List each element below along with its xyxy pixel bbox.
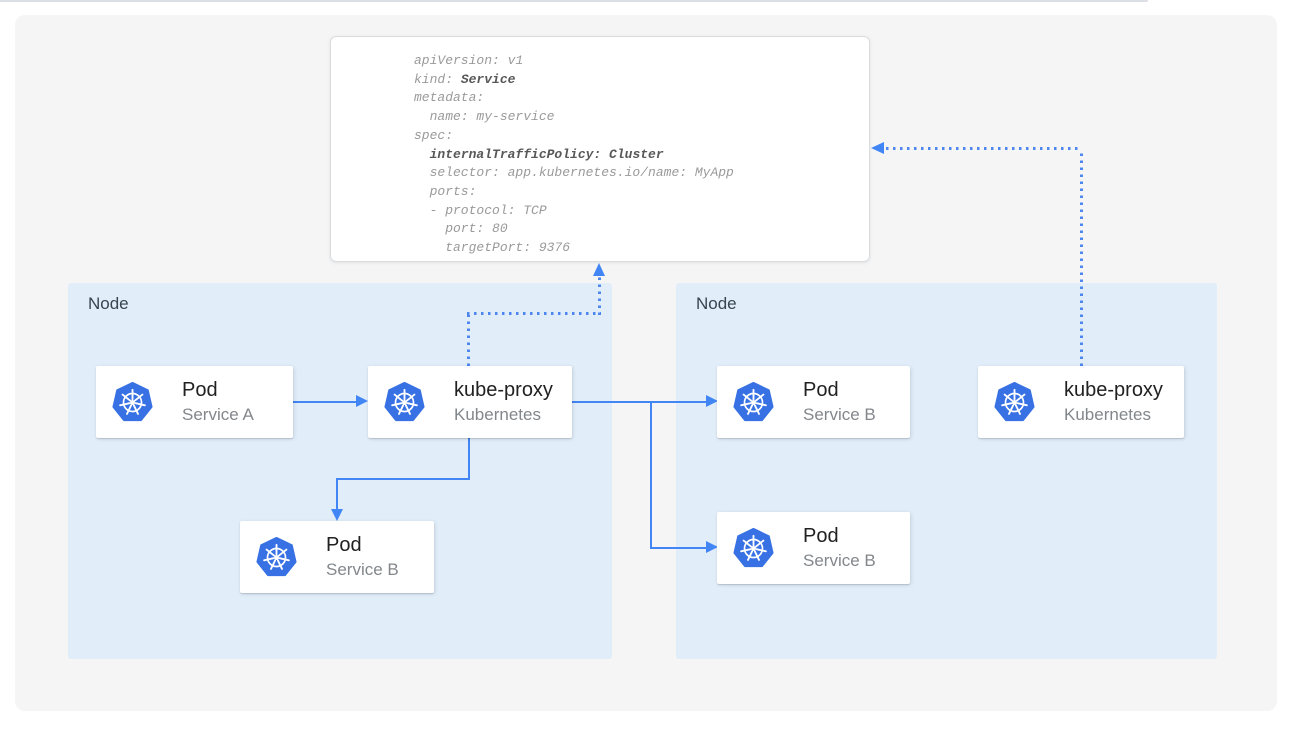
arrowhead-into-kube-proxy [356,395,368,407]
dotted-line-kube-proxy-left-up [467,315,470,366]
dotted-line-kube-proxy-right-up [1080,150,1083,366]
yaml-line: port: 80 [414,221,508,237]
card-title: Pod [803,379,839,401]
card-subtitle: Service B [326,560,399,579]
card-pod-service-b-right-top: Pod Service B [717,366,910,438]
card-subtitle: Kubernetes [454,405,541,424]
yaml-line: targetPort: 9376 [414,240,571,256]
arrow-line-kube-proxy-left [336,478,470,480]
yaml-line: internalTrafficPolicy: Cluster [429,146,664,162]
card-title: Pod [803,525,839,547]
kubernetes-icon [384,381,425,421]
card-title: Pod [326,534,362,556]
arrow-line-kube-proxy-down [468,438,470,480]
card-kube-proxy-right: kube-proxy Kubernetes [978,366,1184,438]
card-title: Pod [182,379,218,401]
node-label: Node [696,294,737,313]
arrow-line-branch-vertical [650,401,652,548]
yaml-line: selector: app.kubernetes.io/name: MyApp [414,165,734,181]
arrowhead-into-pod-b-left [331,509,343,521]
kubernetes-icon [994,381,1035,421]
yaml-line: metadata: [414,90,485,106]
card-pod-service-b-left: Pod Service B [240,521,434,593]
arrow-line-pod-a-to-kube-proxy [293,401,356,403]
yaml-line: spec: [414,127,454,143]
card-subtitle: Service A [182,405,254,424]
dotted-line-up-to-yaml [598,277,601,315]
kubernetes-icon [733,527,774,567]
arrowhead-into-pod-b-right-top [706,395,718,407]
arrowhead-into-pod-b-right-bottom [706,541,718,553]
card-pod-service-b-right-bottom: Pod Service B [717,512,910,584]
page-top-border [0,0,1148,2]
arrowhead-into-yaml-right [871,142,884,154]
card-kube-proxy-left: kube-proxy Kubernetes [368,366,572,438]
card-subtitle: Service B [803,551,876,570]
yaml-line: apiVersion: v1 [414,53,524,68]
card-subtitle: Service B [803,405,876,424]
node-box-right: Node [676,283,1217,659]
kubernetes-icon [112,381,153,421]
yaml-line: kind: Service [414,71,516,87]
card-subtitle: Kubernetes [1064,405,1151,424]
card-pod-service-a: Pod Service A [96,366,293,438]
yaml-code: apiVersion: v1 kind: Service metadata: n… [414,52,734,258]
service-yaml-box: apiVersion: v1 kind: Service metadata: n… [330,36,870,262]
yaml-line: - protocol: TCP [414,202,547,218]
node-label: Node [88,294,129,313]
kubernetes-icon [733,381,774,421]
kubernetes-icon [256,536,297,576]
arrowhead-into-yaml-bottom [593,263,605,276]
arrow-line-down-to-pod-b-left [336,478,338,509]
yaml-line: name: my-service [414,109,555,125]
card-title: kube-proxy [454,379,553,401]
yaml-line: ports: [414,183,477,199]
dotted-line-right-horizontal [886,147,1082,150]
arrow-line-branch-to-pod-b-right-bottom [650,547,706,549]
dotted-line-left-horizontal [467,312,601,315]
arrow-line-kube-proxy-to-pod-b-right-top [572,401,706,403]
card-title: kube-proxy [1064,379,1163,401]
node-box-left: Node [68,283,612,659]
